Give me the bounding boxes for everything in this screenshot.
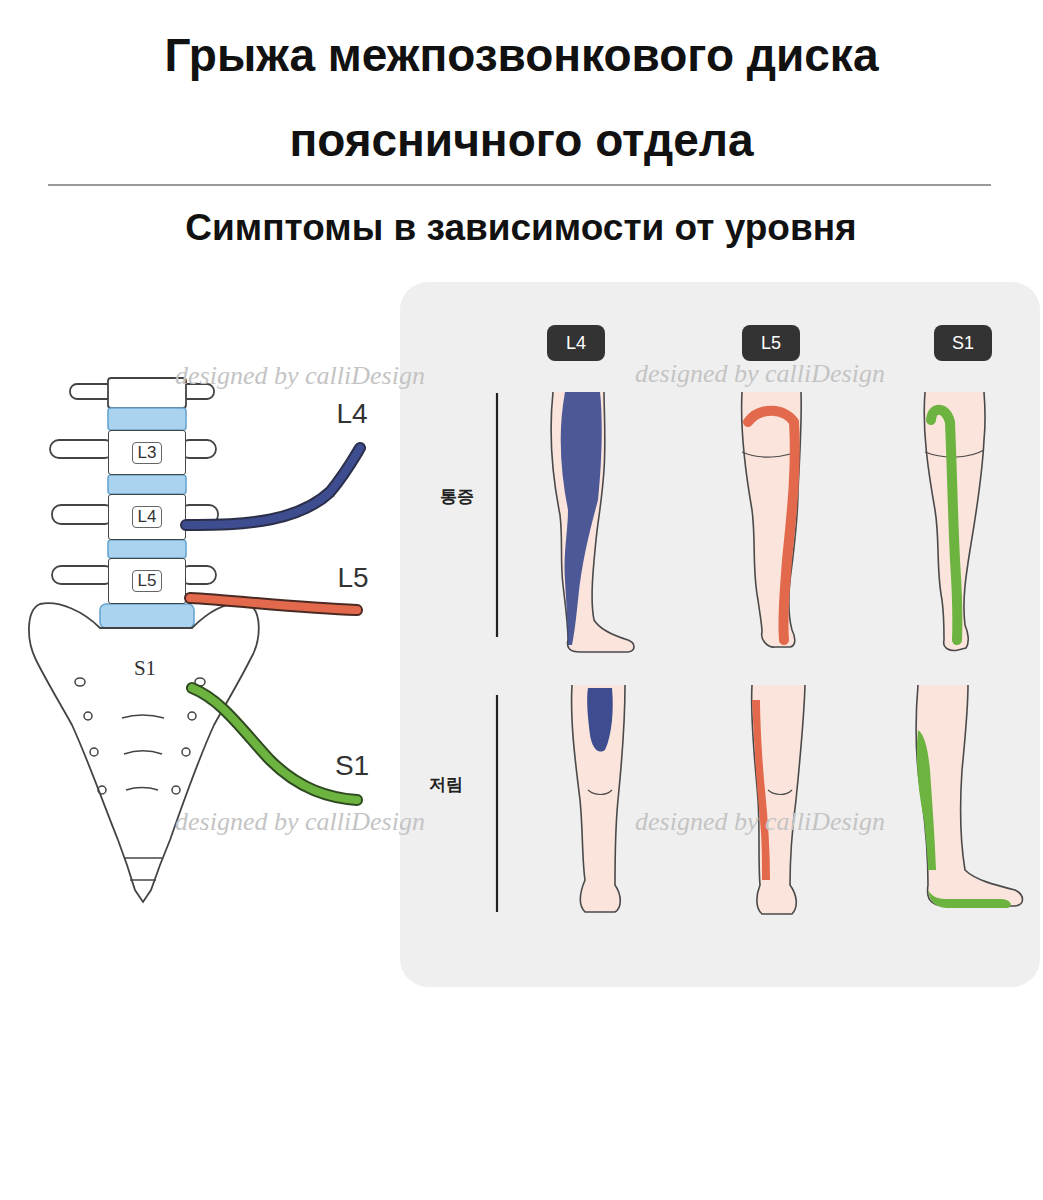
nerve-label-slot: S1: [335, 750, 369, 782]
vertebra-body: L4: [108, 494, 186, 540]
vertebra-body: L5: [108, 558, 186, 604]
vertebra-label: L5: [132, 570, 163, 592]
level-badge-label: L5: [761, 332, 781, 354]
sacrum-outline: [25, 598, 270, 898]
watermark-slot: designed by calliDesign: [635, 359, 885, 389]
title-block: Грыжа межпозвонкового диска поясничного …: [40, 13, 1003, 183]
watermark-slot: designed by calliDesign: [635, 807, 885, 837]
watermark-slot: designed by calliDesign: [175, 361, 425, 391]
vertebra-label: L4: [132, 506, 163, 528]
level-badge: L5: [742, 325, 800, 361]
row-label: 저림: [429, 774, 463, 794]
nerve-label: S1: [335, 750, 369, 781]
divider-rule: [48, 184, 991, 186]
subtitle: Симптомы в зависимости от уровня: [185, 207, 856, 248]
nerve-label: L4: [336, 398, 367, 429]
nerve-label-slot: L4: [336, 398, 367, 430]
level-badge: S1: [934, 325, 992, 361]
watermark: designed by calliDesign: [635, 807, 885, 836]
sacrum-bone: S1: [25, 598, 270, 898]
watermark: designed by calliDesign: [175, 361, 425, 390]
watermark: designed by calliDesign: [635, 359, 885, 388]
row-label: 통증: [440, 486, 474, 506]
vertebra-body: L3: [108, 430, 186, 475]
row-label-slot: 통증: [440, 487, 474, 507]
level-badge-label: L4: [566, 332, 586, 354]
nerve-label-slot: L5: [337, 562, 368, 594]
row-label-slot: 저림: [429, 775, 463, 795]
nerve-label: L5: [337, 562, 368, 593]
title: Грыжа межпозвонкового диска поясничного …: [165, 29, 879, 166]
watermark: designed by calliDesign: [175, 807, 425, 836]
vertebra-label: L3: [132, 442, 163, 464]
watermark-slot: designed by calliDesign: [175, 807, 425, 837]
subtitle-slot: Симптомы в зависимости от уровня: [185, 207, 856, 250]
sacrum-label: S1: [134, 656, 156, 680]
level-badge: L4: [547, 325, 605, 361]
sacrum-label-slot: S1: [134, 656, 156, 680]
level-badge-label: S1: [952, 332, 974, 354]
